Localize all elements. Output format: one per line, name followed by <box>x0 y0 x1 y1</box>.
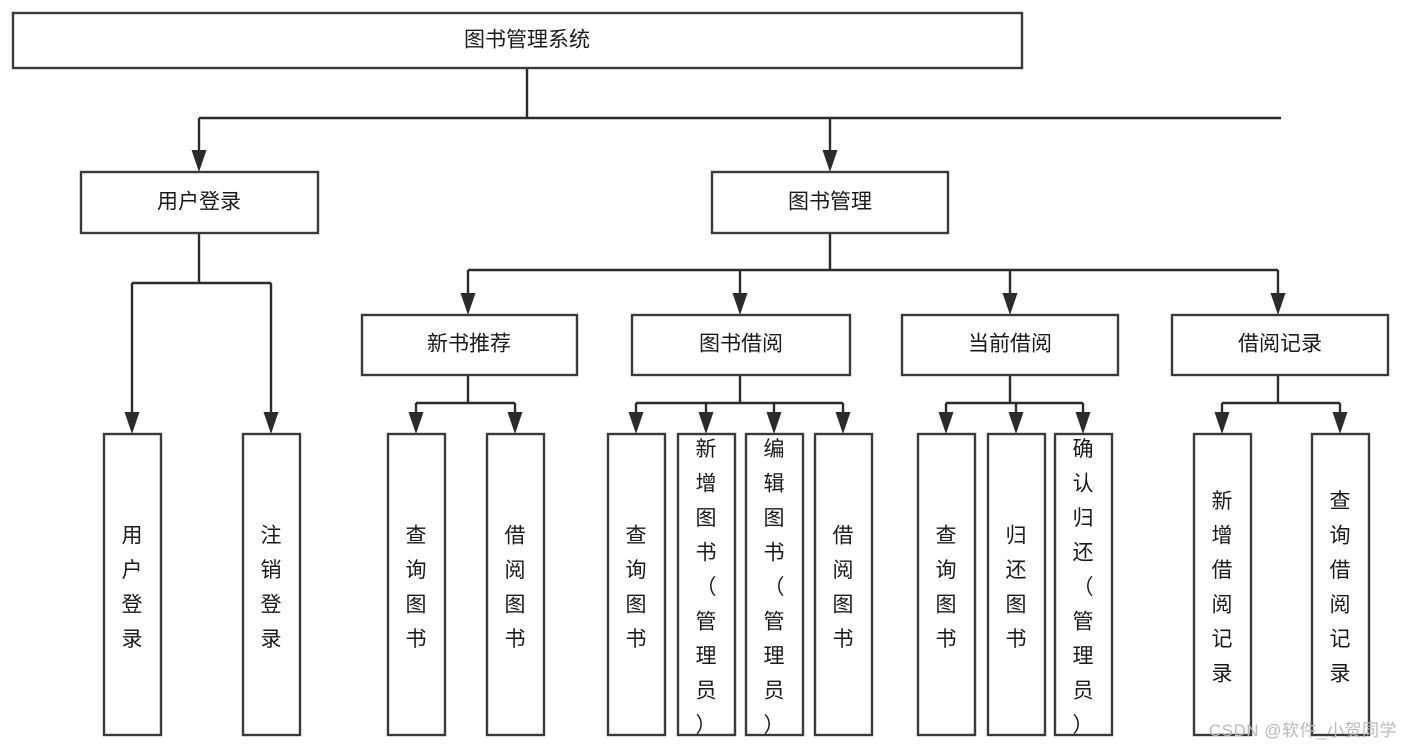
node-leaf11[interactable] <box>1053 432 1114 737</box>
node-leaf3[interactable] <box>386 432 447 737</box>
node-root-box[interactable] <box>11 11 1024 70</box>
node-leaf4-label: 借阅图书 <box>505 524 526 651</box>
node-leaf2-label: 注销登录 <box>261 524 282 651</box>
node-newbook-box[interactable] <box>360 313 579 377</box>
node-leaf12-box[interactable] <box>1192 432 1253 737</box>
node-leaf5[interactable] <box>606 432 667 737</box>
node-current-label: 当前借阅 <box>968 333 1052 356</box>
arrow-down-icon <box>191 150 207 172</box>
node-record-box[interactable] <box>1170 313 1390 377</box>
node-leaf9-label: 查询图书 <box>936 524 957 651</box>
node-current-box[interactable] <box>900 313 1120 377</box>
node-borrow-label: 图书借阅 <box>699 333 783 356</box>
arrow-down-icon <box>766 412 782 434</box>
node-leaf5-label: 查询图书 <box>626 524 647 651</box>
node-leaf13-box[interactable] <box>1310 432 1371 737</box>
node-newbook-label: 新书推荐 <box>427 333 511 356</box>
arrow-down-icon <box>1075 412 1091 434</box>
node-leaf3-box[interactable] <box>386 432 447 737</box>
node-leaf7-box[interactable] <box>744 432 805 737</box>
arrow-down-icon <box>698 412 714 434</box>
arrow-down-icon <box>408 412 424 434</box>
arrow-down-icon <box>628 412 644 434</box>
node-record[interactable]: 借阅记录 <box>1170 313 1390 377</box>
node-leaf9-box[interactable] <box>916 432 977 737</box>
connector-current-to-leaves <box>938 375 1091 434</box>
arrow-down-icon <box>1002 293 1018 315</box>
node-leaf5-box[interactable] <box>606 432 667 737</box>
node-leaf1-box[interactable] <box>102 432 163 737</box>
node-leaf11-box[interactable] <box>1053 432 1114 737</box>
node-record-label: 借阅记录 <box>1238 333 1322 356</box>
node-borrow-box[interactable] <box>630 313 852 377</box>
node-login-box[interactable] <box>79 170 320 235</box>
node-leaf2-box[interactable] <box>241 432 302 737</box>
arrow-down-icon <box>938 412 954 434</box>
arrow-down-icon <box>1008 412 1024 434</box>
node-leaf4-box[interactable] <box>485 432 546 737</box>
connector-newbook-to-leaves <box>408 375 523 434</box>
arrow-down-icon <box>732 293 748 315</box>
arrow-down-icon <box>460 293 476 315</box>
node-login[interactable]: 用户登录 <box>79 170 320 235</box>
connector-bookmgmt-to-level2 <box>460 233 1286 315</box>
node-leaf3-label: 查询图书 <box>406 524 427 651</box>
node-leaf13[interactable] <box>1310 432 1371 737</box>
arrow-down-icon <box>1332 412 1348 434</box>
node-leaf8[interactable] <box>813 432 874 737</box>
node-root[interactable]: 图书管理系统 <box>11 11 1024 70</box>
node-login-label: 用户登录 <box>157 191 241 214</box>
node-bookmgmt[interactable]: 图书管理 <box>710 170 950 235</box>
node-newbook[interactable]: 新书推荐 <box>360 313 579 377</box>
node-root-label: 图书管理系统 <box>464 29 590 52</box>
connector-record-to-leaves <box>1214 375 1348 434</box>
node-current[interactable]: 当前借阅 <box>900 313 1120 377</box>
node-bookmgmt-label: 图书管理 <box>788 191 872 214</box>
node-leaf10-box[interactable] <box>986 432 1047 737</box>
node-leaf9[interactable] <box>916 432 977 737</box>
node-leaf10[interactable] <box>986 432 1047 737</box>
leaf-labels-layer: 用户登录 注销登录 查询图书 借阅图书 查询图书 新增图书（管理员） 编辑图书（… <box>122 438 1351 737</box>
arrow-down-icon <box>1214 412 1230 434</box>
node-leaf12-label: 新增借阅记录 <box>1212 490 1233 685</box>
node-bookmgmt-box[interactable] <box>710 170 950 235</box>
node-leaf11-label: 确认归还（管理员） <box>1073 438 1094 737</box>
node-leaf1[interactable] <box>102 432 163 737</box>
node-leaf10-label: 归还图书 <box>1006 524 1027 651</box>
arrow-down-icon <box>507 412 523 434</box>
node-leaf6[interactable] <box>676 432 737 737</box>
node-leaf2[interactable] <box>241 432 302 737</box>
connector-login-to-leaves <box>124 233 279 434</box>
arrow-down-icon <box>263 412 279 434</box>
node-leaf7[interactable] <box>744 432 805 737</box>
node-leaf7-label: 编辑图书（管理员） <box>764 438 785 737</box>
node-leaf8-box[interactable] <box>813 432 874 737</box>
arrow-down-icon <box>822 150 838 172</box>
node-borrow[interactable]: 图书借阅 <box>630 313 852 377</box>
node-leaf6-box[interactable] <box>676 432 737 737</box>
node-leaf4[interactable] <box>485 432 546 737</box>
node-leaf1-label: 用户登录 <box>122 524 143 651</box>
connector-root-to-level1 <box>191 68 1281 172</box>
node-leaf13-label: 查询借阅记录 <box>1330 490 1351 685</box>
node-leaf8-label: 借阅图书 <box>833 524 854 651</box>
connector-borrow-to-leaves <box>628 375 851 434</box>
arrow-down-icon <box>835 412 851 434</box>
arrow-down-icon <box>124 412 140 434</box>
arrow-down-icon <box>1270 293 1286 315</box>
node-leaf12[interactable] <box>1192 432 1253 737</box>
node-leaf6-label: 新增图书（管理员） <box>696 438 717 737</box>
